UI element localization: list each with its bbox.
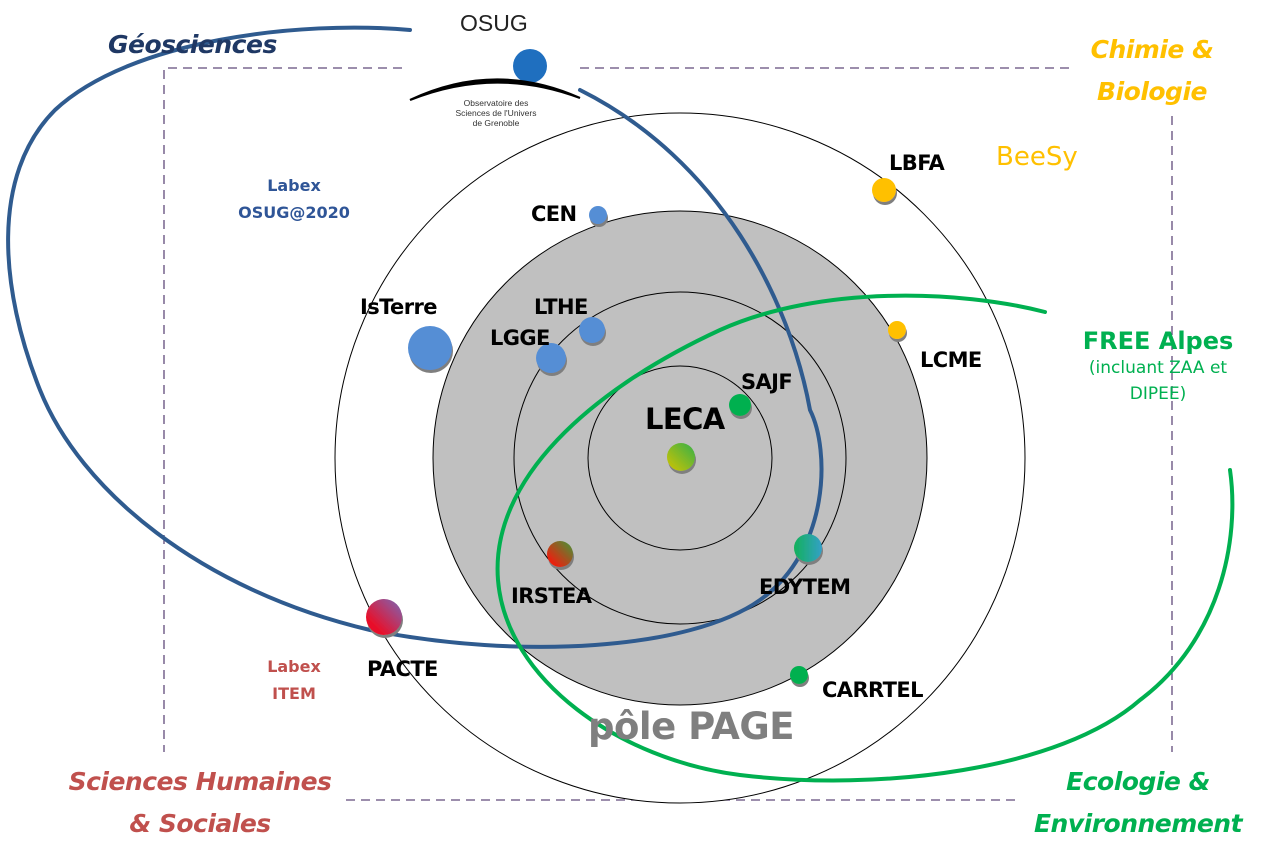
domain-label-chimie-biologie: Chimie & Biologie — [1082, 29, 1222, 113]
labex-osug-line-2: OSUG@2020 — [238, 203, 350, 222]
domain-label-sciences-humaines: Sciences Humaines & Sociales — [60, 761, 340, 845]
free-alpes-label: FREE Alpes (incluant ZAA et DIPEE) — [1068, 327, 1248, 407]
lab-label-lcme: LCME — [920, 348, 982, 372]
labex-osug-line-1: Labex — [267, 176, 321, 195]
labex-osug-label: Labex OSUG@2020 — [234, 172, 354, 226]
ring-1 — [587, 365, 773, 551]
lab-dot-irstea[interactable] — [547, 541, 573, 567]
lab-dot-lcme[interactable] — [888, 321, 906, 339]
free-alpes-title: FREE Alpes — [1082, 327, 1234, 355]
free-alpes-sub-line-2: DIPEE) — [1129, 384, 1187, 404]
lab-label-lthe: LTHE — [534, 295, 588, 319]
geosciences-boundary-curve — [6, 25, 824, 649]
lab-label-carrtel: CARRTEL — [822, 678, 924, 702]
domain-eco-line-2: Environnement — [1033, 809, 1243, 838]
lab-label-edytem: EDYTEM — [759, 575, 851, 599]
lab-dot-lgge[interactable] — [536, 343, 566, 373]
free-alpes-sub-line-1: (incluant ZAA et — [1088, 358, 1228, 378]
lab-dot-pacte[interactable] — [366, 599, 402, 635]
osug-logo-subtitle: Observatoire des Sciences de l'Univers d… — [441, 98, 551, 128]
osug-logo — [409, 49, 581, 102]
lab-label-leca: LECA — [645, 402, 725, 436]
pole-page-label: pôle PAGE — [588, 705, 795, 748]
labex-item-line-1: Labex — [267, 657, 321, 676]
lab-dot-edytem[interactable] — [794, 534, 822, 562]
osug-subtitle-line-1: Observatoire des — [463, 98, 529, 108]
lab-label-isterre: IsTerre — [360, 295, 437, 319]
domain-shs-line-1: Sciences Humaines — [68, 767, 332, 796]
osug-subtitle-line-3: de Grenoble — [472, 118, 520, 128]
lab-label-lbfa: LBFA — [889, 151, 945, 175]
osug-logo-title: OSUG — [460, 10, 528, 36]
lab-label-pacte: PACTE — [367, 657, 438, 681]
lab-dots — [366, 178, 906, 684]
lab-label-cen: CEN — [531, 202, 577, 226]
lab-label-sajf: SAJF — [741, 370, 793, 394]
lab-dot-sajf[interactable] — [729, 394, 751, 416]
lab-dot-lbfa[interactable] — [872, 178, 896, 202]
lab-label-lgge: LGGE — [490, 326, 550, 350]
ring-2 — [513, 291, 847, 625]
domain-label-geosciences: Géosciences — [108, 30, 277, 59]
osug-logo-arc — [409, 78, 581, 102]
lab-dot-cen[interactable] — [589, 206, 607, 224]
domain-chimie-line-2: Biologie — [1097, 77, 1207, 106]
domain-eco-line-1: Ecologie & — [1066, 767, 1210, 796]
lab-dot-lthe[interactable] — [579, 317, 605, 343]
free-alpes-subtitle: (incluant ZAA et DIPEE) — [1068, 355, 1248, 407]
lab-dot-leca[interactable] — [667, 443, 695, 471]
labex-item-label: Labex ITEM — [254, 653, 334, 707]
domain-shs-line-2: & Sociales — [129, 809, 271, 838]
labex-item-line-2: ITEM — [272, 684, 316, 703]
lab-dot-carrtel[interactable] — [790, 666, 808, 684]
osug-subtitle-line-2: Sciences de l'Univers — [455, 108, 537, 118]
osug-logo-dot — [513, 49, 547, 83]
lab-label-irstea: IRSTEA — [511, 584, 592, 608]
domain-label-ecologie: Ecologie & Environnement — [1028, 761, 1248, 845]
beesy-label: BeeSy — [996, 142, 1078, 172]
domain-chimie-line-1: Chimie & — [1090, 35, 1214, 64]
lab-dot-isterre[interactable] — [408, 326, 452, 370]
free-alpes-boundary-curve — [495, 293, 1235, 783]
